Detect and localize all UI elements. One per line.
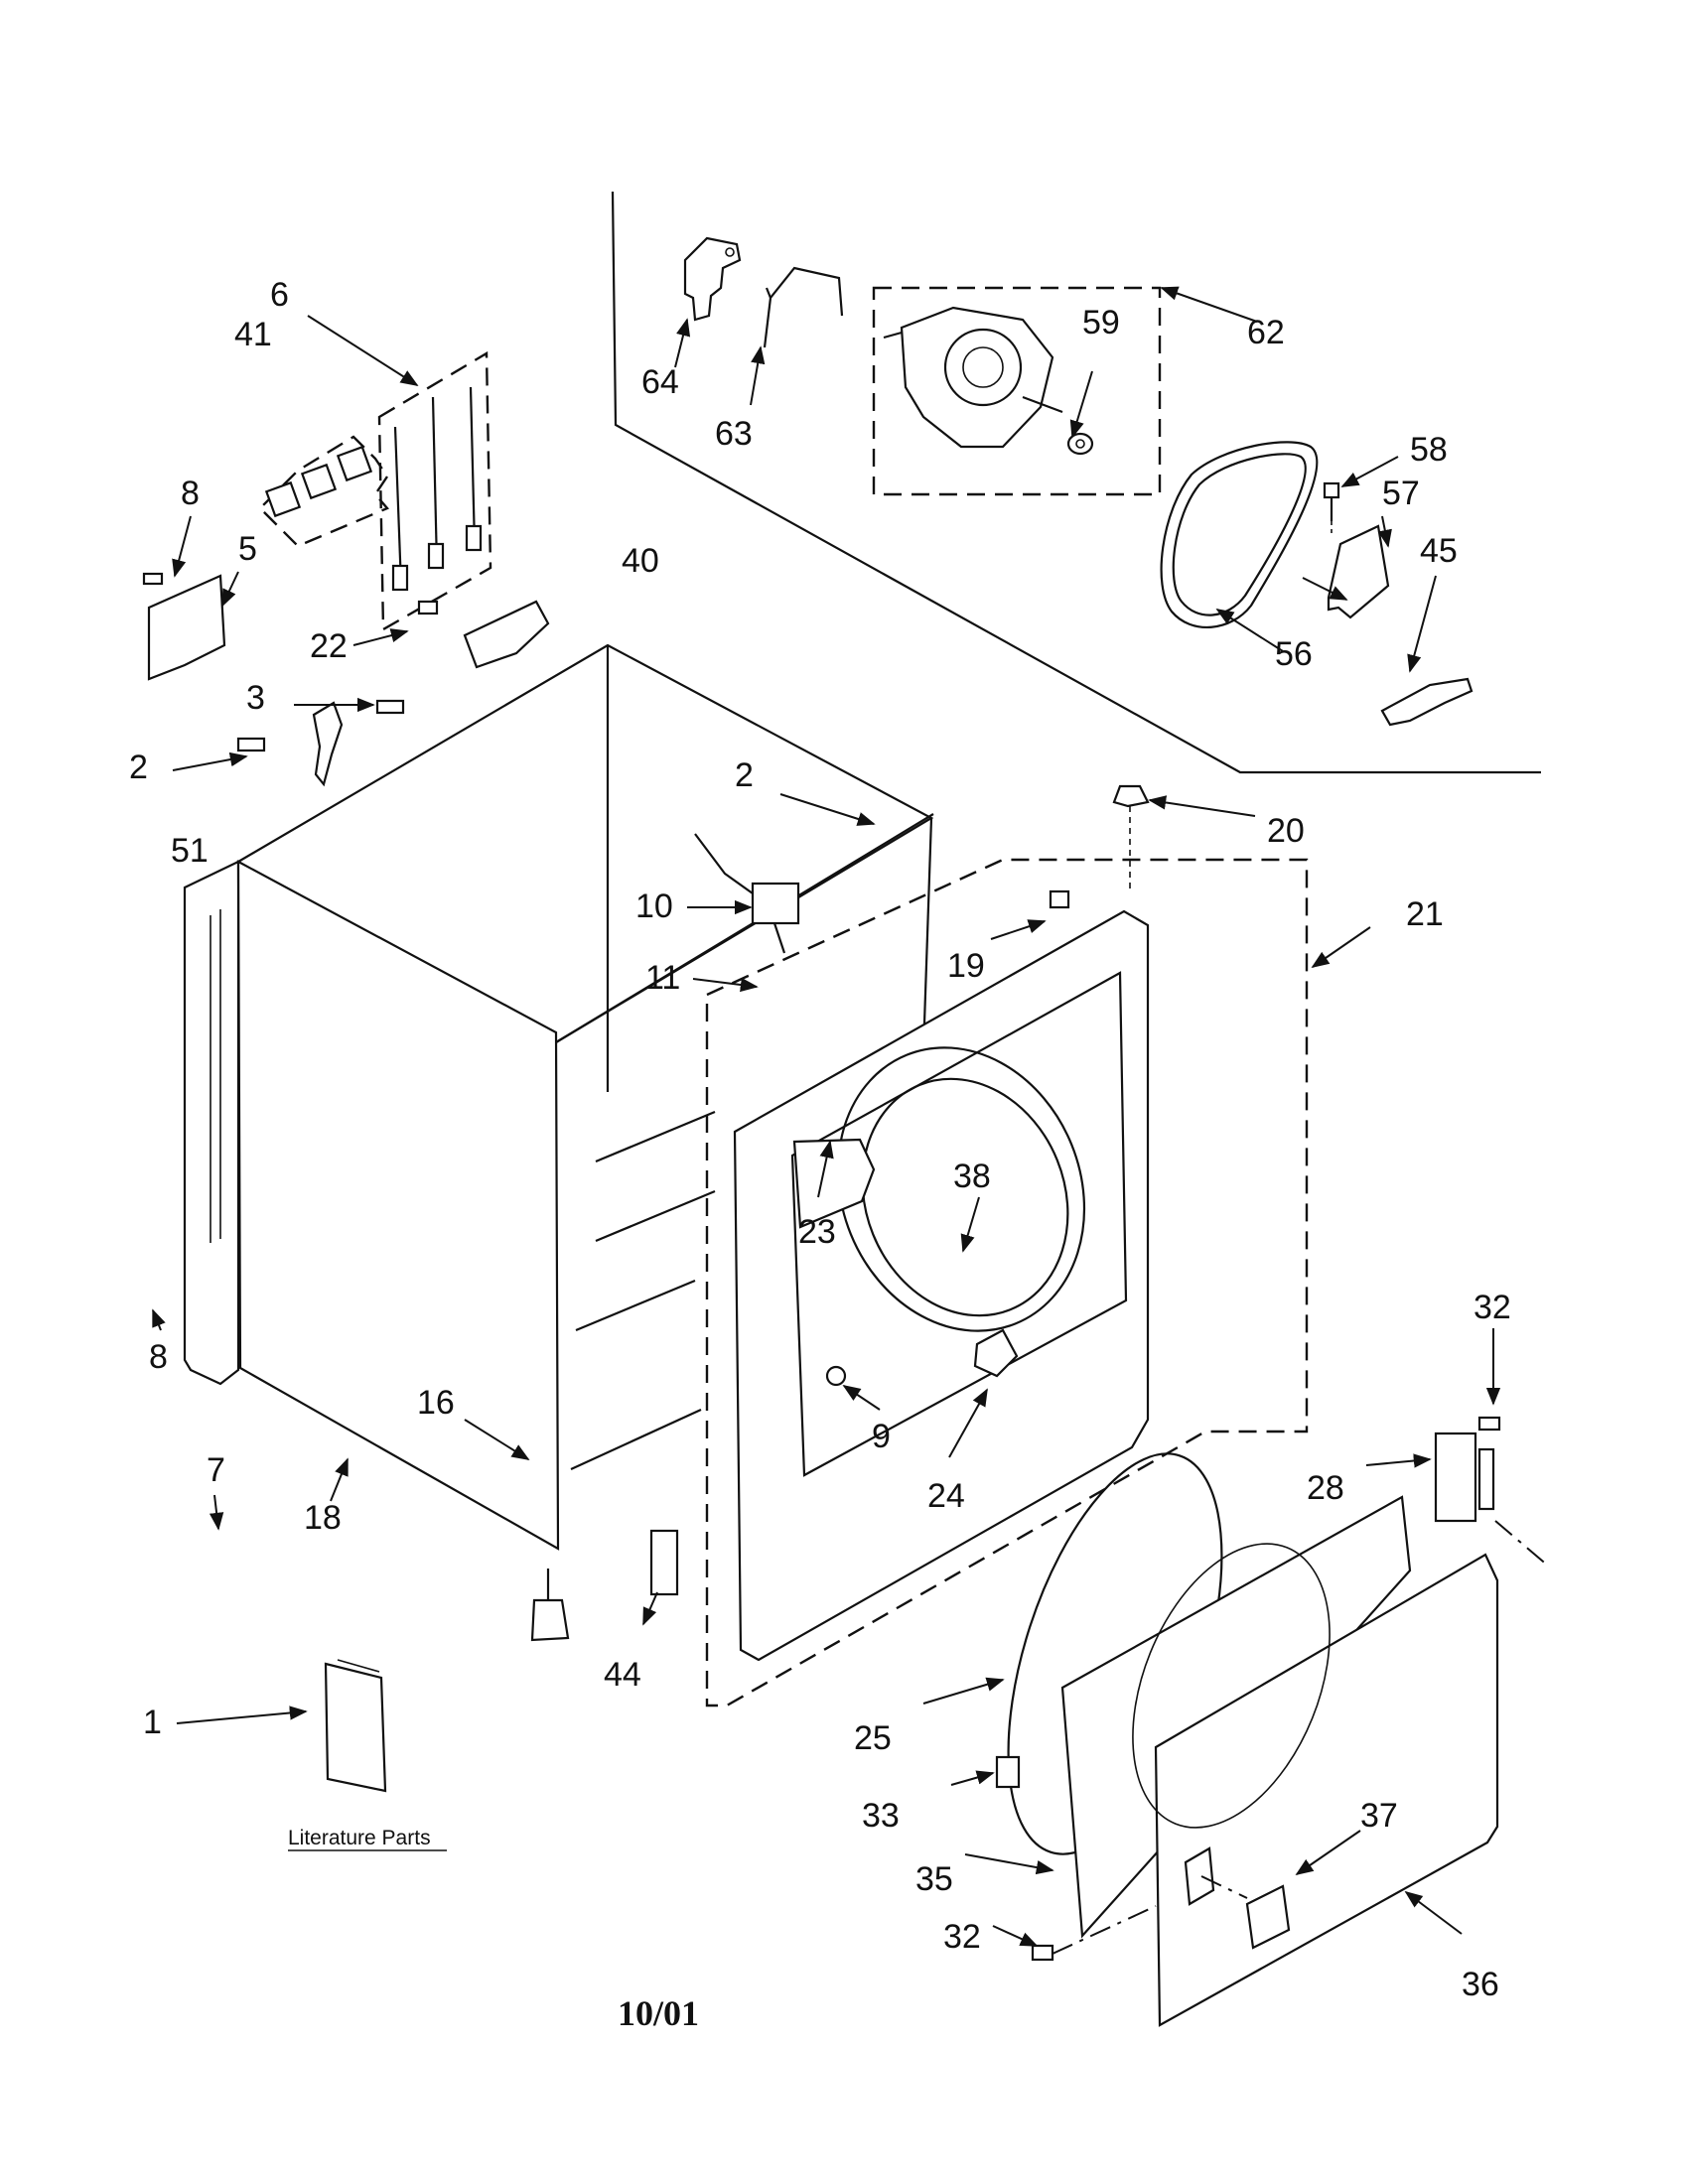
callout-23: 23	[798, 1213, 836, 1251]
callout-3: 3	[246, 679, 265, 717]
callout-64: 64	[641, 363, 679, 401]
terminal-bracket-part	[417, 600, 550, 669]
callout-35: 35	[915, 1860, 953, 1898]
callout-5: 5	[238, 530, 257, 568]
idler-bracket-parts	[1323, 481, 1474, 727]
callout-57: 57	[1382, 475, 1420, 512]
terminal-block-assembly	[258, 350, 492, 632]
motor-section-boundary	[611, 191, 1541, 774]
callout-37: 37	[1360, 1797, 1398, 1835]
front-panel-part	[705, 784, 1309, 1707]
callout-20: 20	[1267, 812, 1305, 850]
callout-25: 25	[854, 1719, 892, 1757]
callout-45: 45	[1420, 532, 1458, 570]
callout-24: 24	[927, 1477, 965, 1515]
date-code: 10/01	[618, 1993, 699, 2033]
callout-11: 11	[645, 959, 680, 997]
callout-41: 41	[234, 316, 272, 353]
callout-36: 36	[1462, 1966, 1499, 2003]
callout-2-right: 2	[735, 756, 754, 794]
motor-bracket-part	[683, 236, 742, 322]
cabinet-part	[183, 643, 934, 1642]
callout-6: 6	[270, 276, 289, 314]
clip-and-screws	[236, 699, 405, 787]
literature-parts-label: Literature Parts	[288, 1827, 431, 1849]
callout-16: 16	[417, 1384, 455, 1422]
callout-8-bottom: 8	[149, 1338, 168, 1376]
callout-22: 22	[310, 627, 348, 665]
callout-19: 19	[947, 947, 985, 985]
callout-40: 40	[622, 542, 659, 580]
callout-7: 7	[207, 1451, 225, 1489]
drive-belt-part	[1160, 441, 1319, 629]
callout-44: 44	[604, 1656, 641, 1694]
callout-21: 21	[1406, 895, 1444, 933]
callout-1: 1	[143, 1704, 162, 1741]
callout-28: 28	[1307, 1469, 1344, 1507]
callout-38: 38	[953, 1158, 991, 1195]
motor-clip-part	[763, 266, 844, 348]
callout-51: 51	[171, 832, 209, 870]
motor-assembly-box	[872, 286, 1162, 496]
literature-parts-booklet	[324, 1659, 387, 1793]
callout-2-left: 2	[129, 749, 148, 786]
callout-8-top: 8	[181, 475, 200, 512]
callout-10: 10	[635, 887, 673, 925]
callout-9: 9	[872, 1418, 891, 1455]
callout-33: 33	[862, 1797, 900, 1835]
callout-32-top: 32	[1474, 1289, 1511, 1326]
cover-plate-part	[142, 572, 226, 681]
callout-32-bottom: 32	[943, 1918, 981, 1956]
callout-59: 59	[1082, 304, 1120, 341]
callout-62: 62	[1247, 314, 1285, 351]
callout-56: 56	[1275, 635, 1313, 673]
door-assembly	[995, 1416, 1550, 2027]
callout-labels: 1 2 2 3 5 6 7 8 8 9 10 11 16 18 19 20 21…	[129, 276, 1511, 2003]
callout-63: 63	[715, 415, 753, 453]
callout-58: 58	[1410, 431, 1448, 469]
callout-18: 18	[304, 1499, 342, 1537]
leader-lines	[152, 286, 1501, 1947]
